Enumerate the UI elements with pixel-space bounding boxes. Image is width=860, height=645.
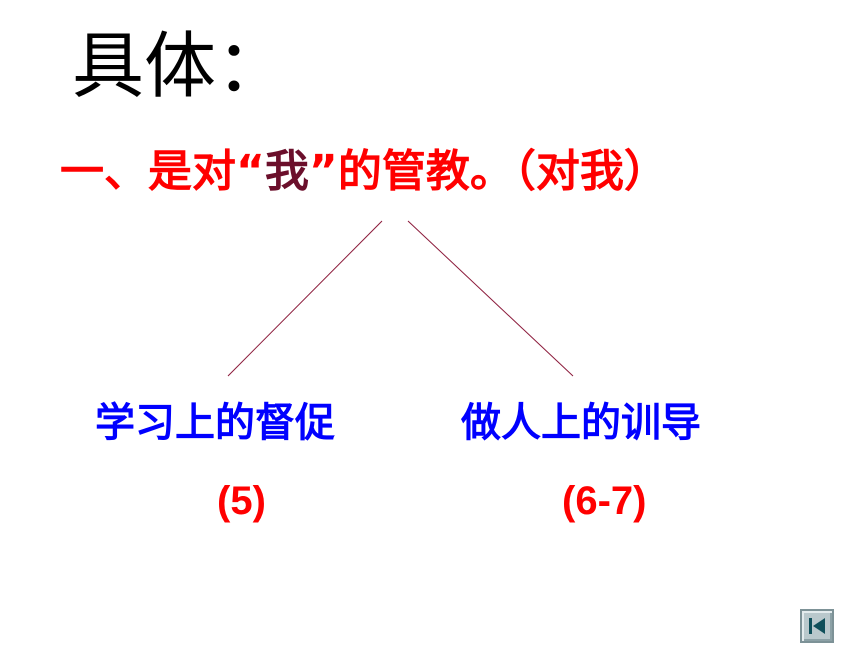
first-slide-button[interactable]	[800, 609, 834, 643]
slide-title: 具体：	[72, 24, 289, 108]
right-branch-line	[407, 220, 574, 377]
subtitle-part-1: 一、是对“	[60, 146, 265, 197]
branch-left-ref: (5)	[217, 479, 266, 523]
subtitle-part-2: ”的管教。（对我）	[308, 146, 668, 197]
first-slide-icon	[809, 618, 825, 634]
subtitle-highlight: 我	[264, 146, 309, 197]
branch-right-label: 做人上的训导	[461, 400, 701, 446]
branch-right-ref: (6-7)	[562, 479, 647, 523]
branch-left-label: 学习上的督促	[95, 400, 335, 446]
slide-subtitle: 一、是对“我”的管教。（对我）	[60, 145, 668, 199]
left-branch-line	[227, 220, 383, 377]
